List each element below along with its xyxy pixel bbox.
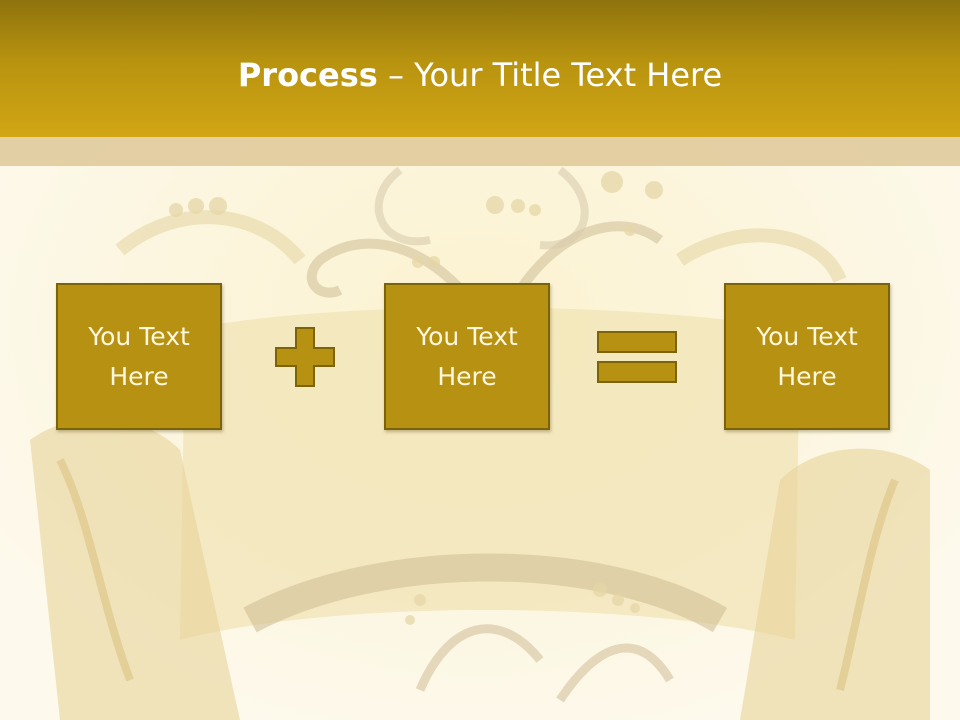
process-box-3[interactable]: You Text Here xyxy=(724,283,890,430)
process-box-3-text: You Text Here xyxy=(756,321,858,391)
process-box-1-text: You Text Here xyxy=(88,321,190,391)
title-rest: – Your Title Text Here xyxy=(377,56,723,94)
process-box-2[interactable]: You Text Here xyxy=(384,283,550,430)
slide-title: Process – Your Title Text Here xyxy=(0,54,960,96)
title-band xyxy=(0,137,960,166)
equals-icon xyxy=(597,331,677,383)
plus-icon xyxy=(275,327,335,387)
title-bar xyxy=(0,0,960,137)
title-bold: Process xyxy=(237,56,378,94)
process-box-2-text: You Text Here xyxy=(416,321,518,391)
process-box-1[interactable]: You Text Here xyxy=(56,283,222,430)
